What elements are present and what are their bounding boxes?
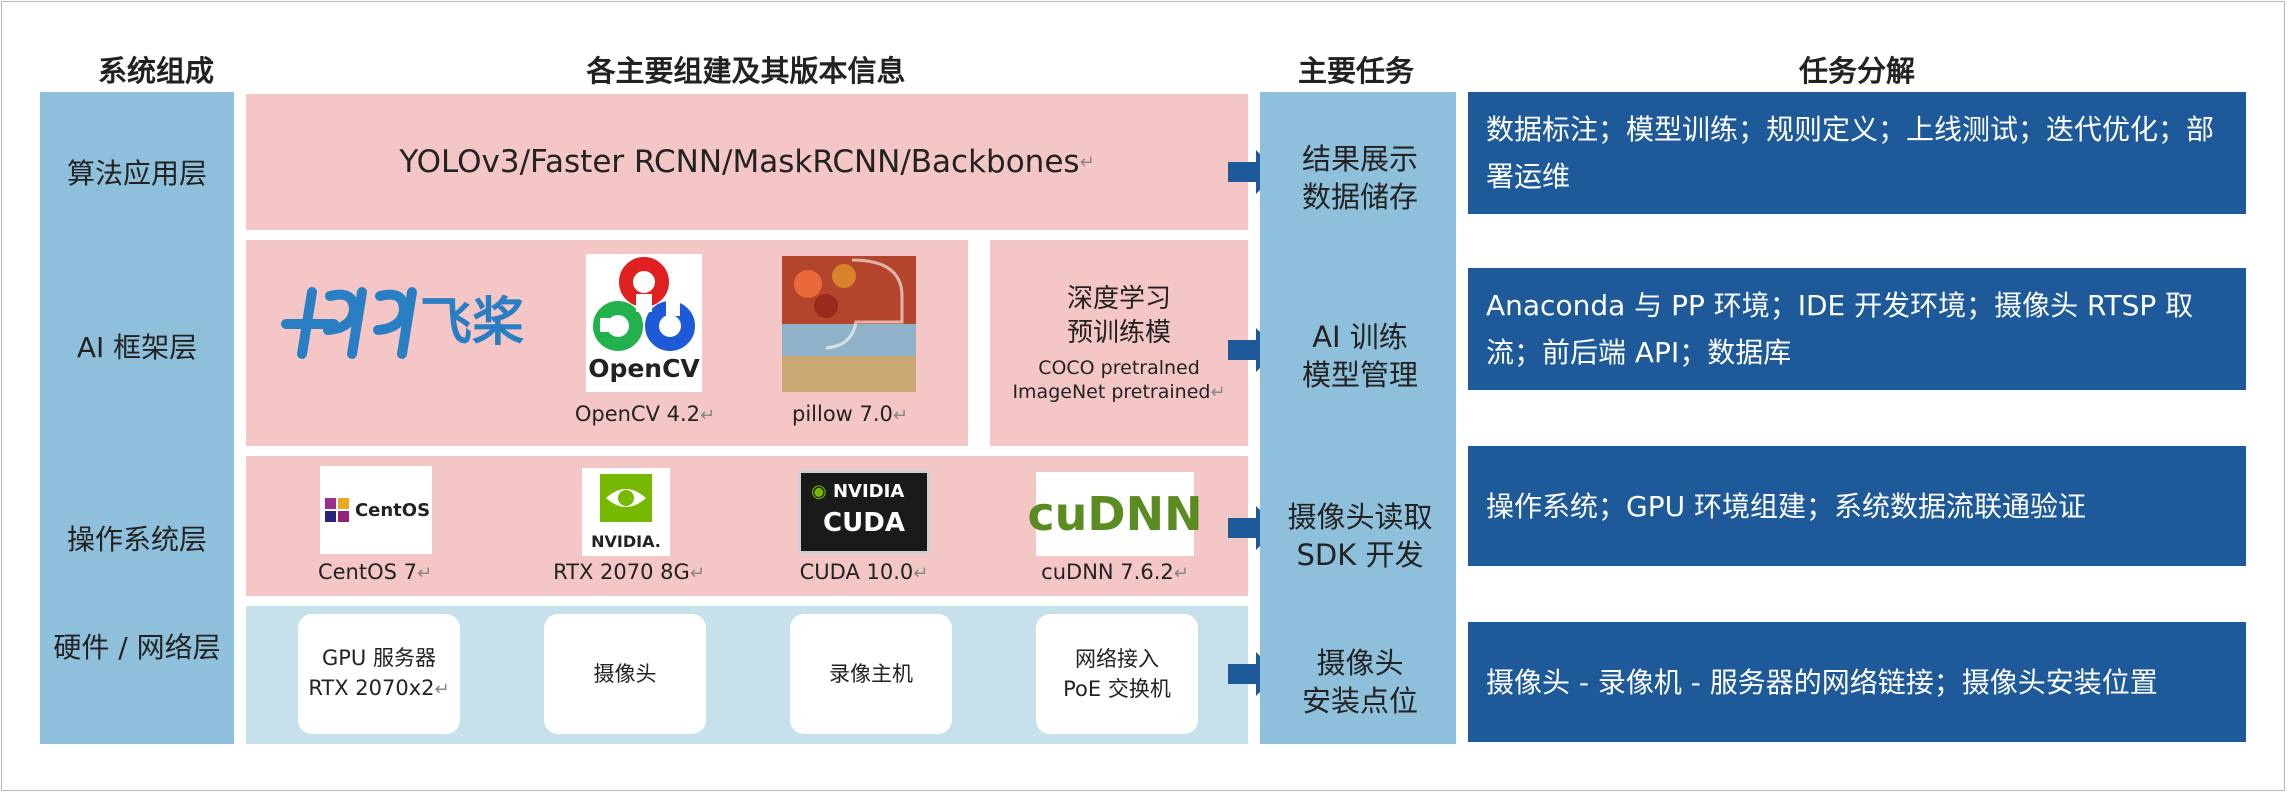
hardware-gpu-server: GPU 服务器 RTX 2070x2↵ bbox=[298, 614, 460, 734]
header-versions: 各主要组建及其版本信息 bbox=[586, 54, 906, 88]
layer-column bbox=[40, 92, 234, 744]
breakdown-box-2: Anaconda 与 PP 环境；IDE 开发环境；摄像头 RTSP 取流；前后… bbox=[1468, 268, 2246, 390]
nvidia-eye-icon bbox=[600, 474, 652, 522]
cuda-caption: CUDA 10.0↵ bbox=[799, 560, 929, 584]
nvidia-logo: NVIDIA. bbox=[582, 468, 670, 556]
task-4-line1: 摄像头 bbox=[1316, 646, 1404, 680]
task-4: 摄像头安装点位 bbox=[1270, 644, 1450, 720]
hardware-network-line1: 网络接入 bbox=[1075, 647, 1159, 671]
pillow-caption: pillow 7.0↵ bbox=[791, 402, 909, 426]
pretrained-line-2: ImageNet pretrained↵ bbox=[1012, 381, 1226, 403]
rtx-caption: RTX 2070 8G↵ bbox=[553, 560, 705, 584]
cudnn-caption: cuDNN 7.6.2↵ bbox=[1041, 560, 1189, 584]
header-tasks: 主要任务 bbox=[1297, 54, 1414, 88]
nvidia-logo-text: NVIDIA. bbox=[591, 532, 661, 551]
hardware-recorder: 录像主机 bbox=[790, 614, 952, 734]
hardware-gpu-line1: GPU 服务器 bbox=[322, 646, 436, 670]
cudnn-logo-text: cuDNN bbox=[1027, 487, 1203, 541]
breakdown-box-3: 操作系统；GPU 环境组建；系统数据流联通验证 bbox=[1468, 446, 2246, 566]
algo-block: YOLOv3/Faster RCNN/MaskRCNN/Backbones↵ bbox=[246, 94, 1248, 230]
task-column bbox=[1260, 92, 1456, 744]
task-4-line2: 安装点位 bbox=[1301, 684, 1418, 718]
task-2: AI 训练模型管理 bbox=[1270, 318, 1450, 394]
hardware-network-line2: PoE 交换机 bbox=[1063, 677, 1171, 701]
cuda-logo-bottom: CUDA bbox=[823, 508, 905, 538]
nvidia-mark-icon: ◉ bbox=[811, 481, 833, 502]
cuda-logo: ◉ NVIDIA CUDA bbox=[798, 470, 930, 554]
opencv-caption: OpenCV 4.2↵ bbox=[574, 402, 716, 426]
pillow-logo bbox=[782, 256, 916, 392]
pretrained-title-2: 预训练模 bbox=[1066, 318, 1171, 348]
return-mark-icon: ↵ bbox=[689, 563, 705, 584]
centos-caption: CentOS 7↵ bbox=[317, 560, 433, 584]
task-1-line2: 数据储存 bbox=[1301, 180, 1418, 214]
pillow-python-icon bbox=[782, 256, 916, 392]
breakdown-box-4: 摄像头 - 录像机 - 服务器的网络链接；摄像头安装位置 bbox=[1468, 622, 2246, 742]
centos-logo-text: CentOS bbox=[354, 499, 431, 521]
centos-gear-icon bbox=[324, 498, 349, 522]
task-2-line2: 模型管理 bbox=[1301, 358, 1418, 392]
return-mark-icon: ↵ bbox=[700, 405, 716, 426]
breakdown-text-4: 摄像头 - 录像机 - 服务器的网络链接；摄像头安装位置 bbox=[1486, 665, 2158, 699]
task-1: 结果展示数据储存 bbox=[1270, 140, 1450, 216]
algo-text: YOLOv3/Faster RCNN/MaskRCNN/Backbones bbox=[399, 144, 1080, 180]
breakdown-text-3: 操作系统；GPU 环境组建；系统数据流联通验证 bbox=[1486, 489, 2086, 523]
cudnn-logo: cuDNN bbox=[1027, 472, 1203, 556]
hardware-recorder-label: 录像主机 bbox=[829, 662, 913, 686]
task-2-line1: AI 训练 bbox=[1312, 320, 1408, 354]
return-mark-icon: ↵ bbox=[1210, 382, 1226, 403]
return-mark-icon: ↵ bbox=[416, 563, 433, 584]
return-mark-icon: ↵ bbox=[1079, 151, 1095, 173]
task-3-line1: 摄像头读取 bbox=[1287, 500, 1433, 534]
layer-label-os: 操作系统层 bbox=[66, 523, 207, 556]
opencv-logo-text: OpenCV bbox=[588, 354, 700, 383]
task-3-line2: SDK 开发 bbox=[1296, 538, 1424, 572]
header-breakdown: 任务分解 bbox=[1798, 54, 1915, 88]
breakdown-text-2: Anaconda 与 PP 环境；IDE 开发环境；摄像头 RTSP 取流；前后… bbox=[1486, 289, 2194, 369]
layer-label-hardware: 硬件 / 网络层 bbox=[53, 631, 221, 664]
opencv-logo: OpenCV bbox=[586, 254, 702, 392]
return-mark-icon: ↵ bbox=[892, 405, 909, 426]
return-mark-icon: ↵ bbox=[1173, 563, 1189, 584]
paddle-text: 飞桨 bbox=[420, 293, 524, 353]
return-mark-icon: ↵ bbox=[434, 679, 450, 700]
hardware-network: 网络接入 PoE 交换机 bbox=[1036, 614, 1198, 734]
breakdown-box-1: 数据标注；模型训练；规则定义；上线测试；迭代优化；部署运维 bbox=[1468, 92, 2246, 214]
return-mark-icon: ↵ bbox=[913, 563, 929, 584]
task-3: 摄像头读取 SDK 开发 bbox=[1262, 498, 1458, 574]
hardware-gpu-line2: RTX 2070x2↵ bbox=[308, 676, 450, 700]
task-1-line1: 结果展示 bbox=[1301, 142, 1418, 176]
paddlepaddle-logo-icon: 飞桨 bbox=[281, 287, 524, 359]
breakdown-text-1: 数据标注；模型训练；规则定义；上线测试；迭代优化；部署运维 bbox=[1486, 113, 2215, 193]
pretrained-title-1: 深度学习 bbox=[1066, 284, 1171, 314]
pretrained-block: 深度学习 预训练模 COCO pretralned ImageNet pretr… bbox=[990, 240, 1248, 446]
hardware-camera-label: 摄像头 bbox=[593, 662, 657, 686]
cuda-logo-top: ◉ NVIDIA bbox=[811, 481, 905, 502]
header-components: 系统组成 bbox=[97, 54, 214, 88]
layer-label-framework: AI 框架层 bbox=[76, 331, 198, 364]
hardware-camera: 摄像头 bbox=[544, 614, 706, 734]
opencv-rings-icon bbox=[593, 257, 695, 351]
layer-label-algo: 算法应用层 bbox=[66, 157, 207, 190]
centos-logo: CentOS bbox=[320, 466, 432, 554]
pretrained-line-1: COCO pretralned bbox=[1038, 357, 1200, 379]
